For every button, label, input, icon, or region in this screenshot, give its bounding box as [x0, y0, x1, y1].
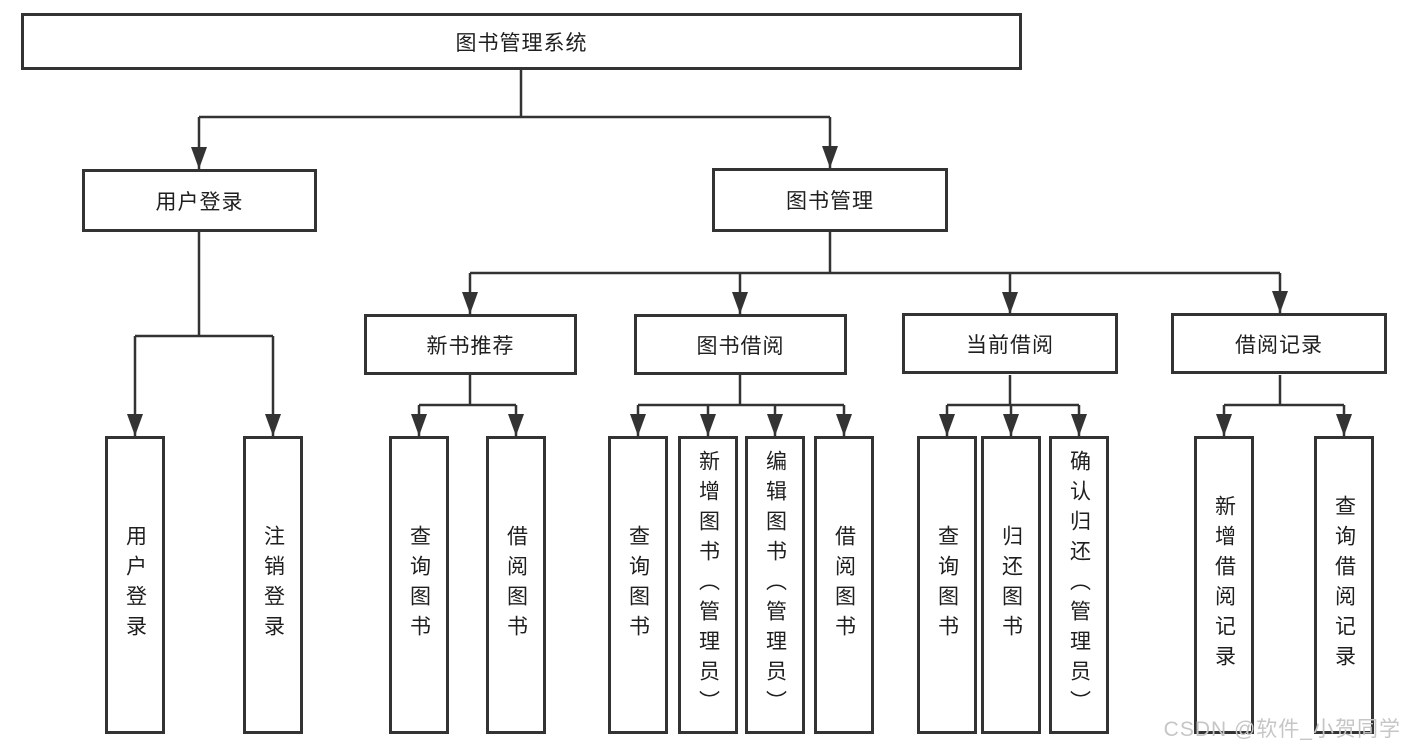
- leaf-label: 借阅图书: [832, 525, 856, 645]
- leaf-user-login: 用户登录: [105, 436, 165, 734]
- node-book-borrow: 图书借阅: [634, 314, 847, 375]
- leaf-add-borrow-record: 新增借阅记录: [1194, 436, 1254, 734]
- leaf-query-books-borrow: 查询图书: [608, 436, 668, 734]
- leaf-label: 新增图书（管理员）: [696, 450, 720, 720]
- node-borrow-record: 借阅记录: [1171, 313, 1387, 374]
- leaf-label: 查询借阅记录: [1332, 495, 1356, 675]
- node-current-borrow: 当前借阅: [902, 313, 1118, 374]
- leaf-logout: 注销登录: [243, 436, 303, 734]
- leaf-label: 查询图书: [407, 525, 431, 645]
- leaf-label: 编辑图书（管理员）: [763, 450, 787, 720]
- leaf-borrow-books: 借阅图书: [814, 436, 874, 734]
- leaf-label: 归还图书: [999, 525, 1023, 645]
- leaf-label: 用户登录: [123, 525, 147, 645]
- leaf-label: 新增借阅记录: [1212, 495, 1236, 675]
- leaf-confirm-return-admin: 确认归还（管理员）: [1049, 436, 1109, 734]
- leaf-edit-books-admin: 编辑图书（管理员）: [745, 436, 805, 734]
- node-new-book-recommend: 新书推荐: [364, 314, 577, 375]
- leaf-add-books-admin: 新增图书（管理员）: [678, 436, 738, 734]
- leaf-query-books-recommend: 查询图书: [389, 436, 449, 734]
- node-root-library-system: 图书管理系统: [21, 13, 1022, 70]
- node-user-login: 用户登录: [82, 169, 317, 232]
- leaf-label: 查询图书: [626, 525, 650, 645]
- leaf-label: 注销登录: [261, 525, 285, 645]
- leaf-borrow-books-recommend: 借阅图书: [486, 436, 546, 734]
- leaf-label: 借阅图书: [504, 525, 528, 645]
- leaf-label: 查询图书: [935, 525, 959, 645]
- arrowheads: [127, 146, 1352, 436]
- leaf-return-books: 归还图书: [981, 436, 1041, 734]
- leaf-query-books-current: 查询图书: [917, 436, 977, 734]
- leaf-label: 确认归还（管理员）: [1067, 450, 1091, 720]
- leaf-query-borrow-record: 查询借阅记录: [1314, 436, 1374, 734]
- node-book-management: 图书管理: [712, 168, 948, 232]
- csdn-watermark: CSDN @软件_小贺同学: [1163, 718, 1401, 741]
